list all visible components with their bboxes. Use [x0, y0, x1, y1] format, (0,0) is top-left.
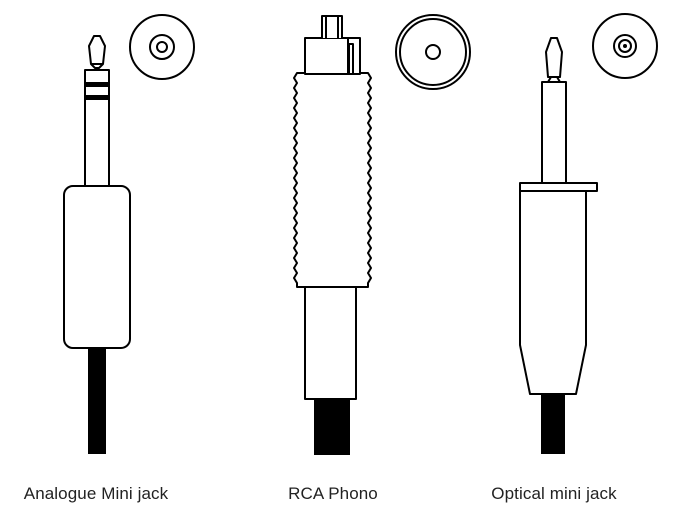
analogue-ring-2 — [85, 95, 109, 100]
optical-mini-jack-plug — [519, 37, 598, 454]
optical-body — [519, 190, 587, 395]
optical-collar — [519, 182, 598, 192]
analogue-end-view-icon — [129, 14, 195, 80]
analogue-mini-jack-label: Analogue Mini jack — [23, 484, 169, 503]
rca-knurled-grip — [293, 72, 372, 288]
rca-phono-label: RCA Phono — [288, 484, 378, 503]
optical-shaft — [541, 81, 567, 184]
analogue-ring-1 — [85, 82, 109, 87]
optical-end-view-icon — [592, 13, 658, 79]
analogue-shaft — [84, 69, 110, 187]
rca-end-view-icon — [395, 14, 471, 90]
rca-tail — [304, 286, 357, 400]
analogue-mini-jack-plug — [63, 35, 131, 454]
analogue-tip — [88, 35, 106, 65]
optical-cable — [541, 394, 565, 454]
analogue-cable — [88, 346, 106, 454]
rca-phono-plug — [293, 15, 372, 455]
optical-mini-jack-label: Optical mini jack — [491, 484, 617, 503]
optical-tip — [545, 37, 563, 78]
rca-cable — [314, 398, 350, 455]
analogue-body — [63, 185, 131, 349]
